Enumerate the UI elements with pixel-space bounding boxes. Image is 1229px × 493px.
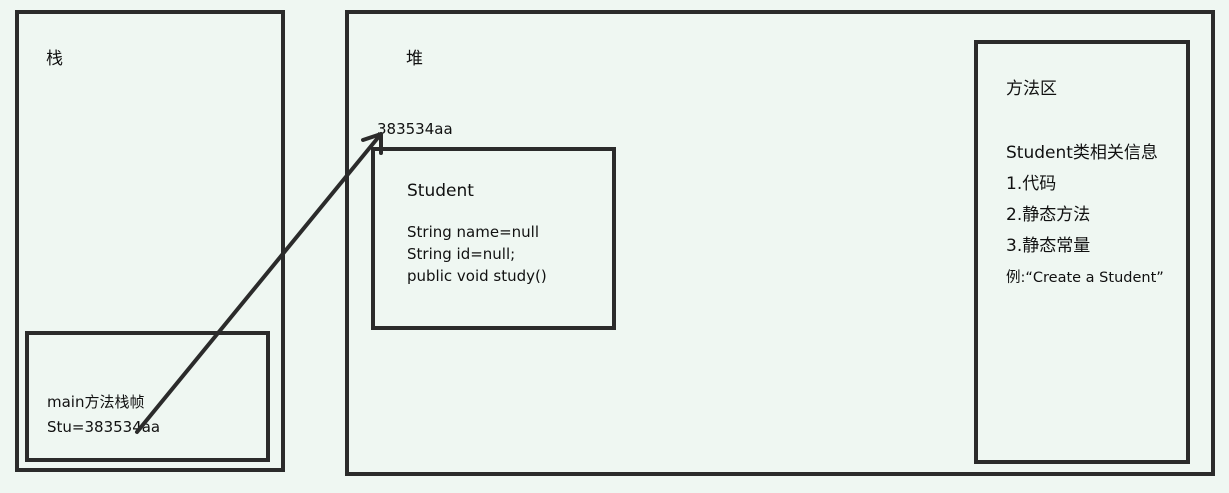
object-field-name: String name=null [407,223,539,241]
heap-title: 堆 [406,49,423,69]
reference-arrow-head [361,132,383,155]
method-area-title: 方法区 [1006,79,1057,99]
object-field-id: String id=null; [407,245,516,263]
student-object-box [371,147,616,330]
stack-title: 栈 [46,49,63,69]
object-address: 383534aa [377,120,453,138]
method-area-line: 1.代码 [1006,174,1057,194]
method-area-panel [974,40,1190,464]
object-class-name: Student [407,181,474,201]
reference-arrow-line [135,132,383,434]
method-area-line: Student类相关信息 [1006,143,1158,163]
main-frame-title: main方法栈帧 [47,393,145,411]
main-frame-reference: Stu=383534aa [47,418,161,436]
main-stack-frame [25,331,270,462]
object-method-study: public void study() [407,267,547,285]
method-area-line: 2.静态方法 [1006,205,1091,225]
method-area-example: 例:“Create a Student” [1006,270,1164,286]
method-area-line: 3.静态常量 [1006,236,1091,256]
stack-panel [15,10,285,472]
heap-panel [345,10,1215,476]
